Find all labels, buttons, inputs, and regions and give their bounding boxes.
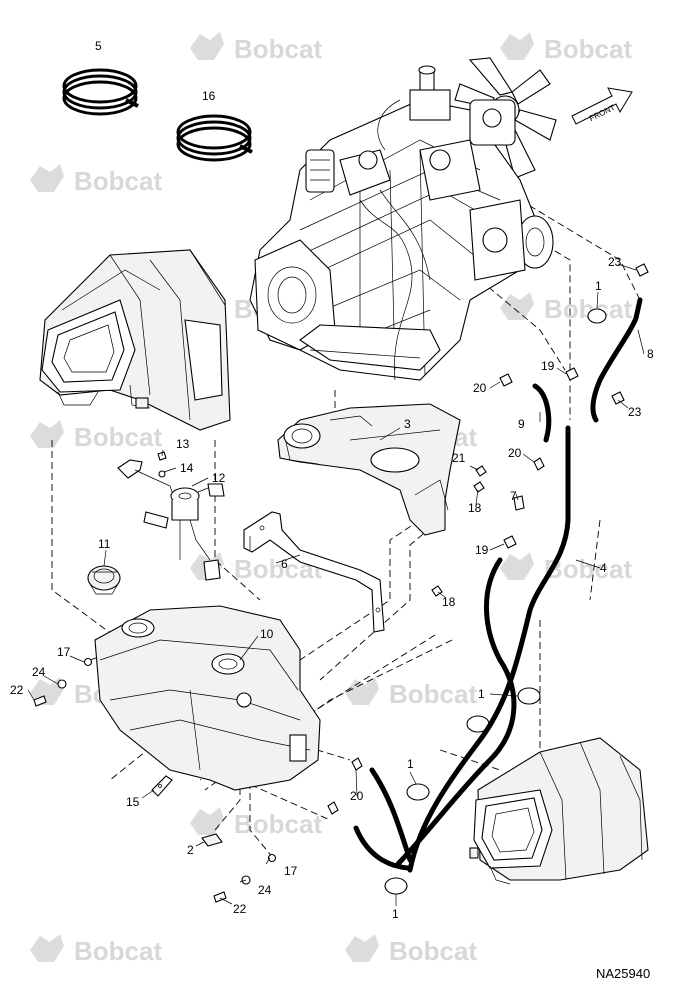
clip-21 [475, 465, 487, 477]
callout-1-bottom: 1 [392, 907, 399, 921]
callout-6: 6 [281, 557, 288, 571]
hose-clamp-1-top [587, 308, 607, 324]
bobcat-logo-watermark: Bobcat [30, 164, 162, 196]
washer-24-left [57, 679, 67, 689]
fuel-tank-part-10 [94, 605, 321, 791]
callout-20-mid: 20 [508, 446, 522, 460]
clamp-20-mid [533, 457, 545, 471]
bolt-18-lower [431, 585, 443, 597]
pad-part-2 [201, 833, 223, 847]
figure-code: NA25940 [596, 966, 650, 981]
fuel-hose-part-9 [532, 383, 552, 443]
callout-17-left: 17 [57, 645, 71, 659]
callout-9: 9 [518, 417, 525, 431]
callout-19-bottom: 19 [475, 543, 489, 557]
callout-24-bottom: 24 [258, 883, 272, 897]
bobcat-logo-watermark: Bobcat [345, 677, 477, 709]
tank-cover-part-3 [277, 403, 461, 536]
clamp-20-bottom [351, 757, 363, 771]
callout-13: 13 [176, 437, 190, 451]
clamp-20-bottom2 [327, 801, 339, 815]
tank-bracket-part-6 [243, 511, 385, 633]
bobcat-logo-watermark: Bobcat [190, 807, 322, 839]
callout-labels: 5 16 1 23 8 19 20 23 9 3 13 20 21 14 12 … [10, 39, 654, 921]
callout-22-left: 22 [10, 683, 24, 697]
rear-cover-left [39, 249, 231, 431]
hose-clamp-1-bottom [384, 877, 408, 895]
watermark-text: Bobcat [74, 936, 162, 966]
bobcat-logo-watermark: Bobcat [345, 934, 477, 966]
watermark-layer: Bobcat Bobcat Bobcat Bobcat Bobcat Bobca… [30, 32, 632, 966]
callout-11: 11 [98, 537, 111, 551]
callout-12: 12 [212, 471, 226, 485]
callout-18-lower: 18 [442, 595, 456, 609]
bolt-18-upper [473, 481, 485, 493]
callout-leader-lines [27, 263, 645, 906]
bobcat-logo-watermark: Bobcat [30, 420, 162, 452]
callout-10: 10 [260, 627, 274, 641]
fuel-hose-part-8 [590, 297, 643, 423]
fuel-sender-part-12 [117, 451, 225, 581]
washer-17-bottom [267, 853, 277, 863]
watermark-text: Bobcat [234, 34, 322, 64]
hose-clamp-1-mid [517, 687, 541, 705]
hose-coil-part-16 [176, 114, 253, 162]
bolt-22-bottom [213, 891, 227, 903]
bolt-22-left [33, 695, 47, 707]
front-direction-arrow: FRONT [571, 87, 633, 125]
callout-14: 14 [180, 461, 194, 475]
callout-8: 8 [647, 347, 654, 361]
fuel-hose-tank-return [353, 825, 411, 871]
clamp-19-bottom [503, 535, 517, 549]
fitting-7 [513, 495, 525, 511]
rear-cover-right [469, 737, 649, 885]
callout-1-top: 1 [595, 279, 602, 293]
callout-20-top: 20 [473, 381, 487, 395]
engine-assembly [249, 57, 557, 381]
watermark-text: Bobcat [74, 166, 162, 196]
callout-23-bottom: 23 [628, 405, 642, 419]
clamp-20-top [499, 373, 513, 387]
callout-18-upper: 18 [468, 501, 482, 515]
fuel-hose-return [395, 557, 517, 867]
filler-cap-part-11 [87, 565, 121, 595]
bobcat-logo-watermark: Bobcat [500, 32, 632, 64]
clip-23-top [635, 263, 649, 277]
watermark-text: Bobcat [544, 294, 632, 324]
callout-5: 5 [95, 39, 102, 53]
fuel-hose-tank-feed [369, 767, 413, 863]
callout-3: 3 [404, 417, 411, 431]
callout-15: 15 [126, 795, 140, 809]
watermark-text: Bobcat [234, 809, 322, 839]
callout-2: 2 [187, 843, 194, 857]
hose-coil-part-5 [62, 68, 139, 116]
bobcat-logo-watermark: Bobcat [500, 292, 632, 324]
callout-4: 4 [600, 561, 607, 575]
hose-clamp-1-low [406, 783, 430, 801]
callout-20-bottom: 20 [350, 789, 364, 803]
strap-part-15 [151, 775, 173, 797]
callout-17-bottom: 17 [284, 864, 298, 878]
bobcat-logo-watermark: Bobcat [30, 934, 162, 966]
callout-1-mid: 1 [478, 687, 485, 701]
bobcat-logo-watermark: Bobcat [190, 32, 322, 64]
bobcat-logo-watermark: Bobcat [500, 552, 632, 584]
callout-16: 16 [202, 89, 216, 103]
callout-21: 21 [452, 451, 466, 465]
watermark-text: Bobcat [544, 34, 632, 64]
watermark-text: Bobcat [389, 679, 477, 709]
watermark-text: Bobcat [74, 422, 162, 452]
watermark-text: Bobcat [389, 936, 477, 966]
callout-24-left: 24 [32, 665, 46, 679]
callout-7: 7 [510, 489, 517, 503]
clip-23-bottom [611, 391, 625, 405]
callout-23-top: 23 [608, 255, 622, 269]
fuel-hoses [353, 297, 643, 873]
clamp-19-top [565, 367, 579, 381]
callout-22-bottom: 22 [233, 902, 247, 916]
washer-17-left [83, 657, 93, 667]
callout-19-top: 19 [541, 359, 555, 373]
callout-1-low: 1 [407, 757, 414, 771]
